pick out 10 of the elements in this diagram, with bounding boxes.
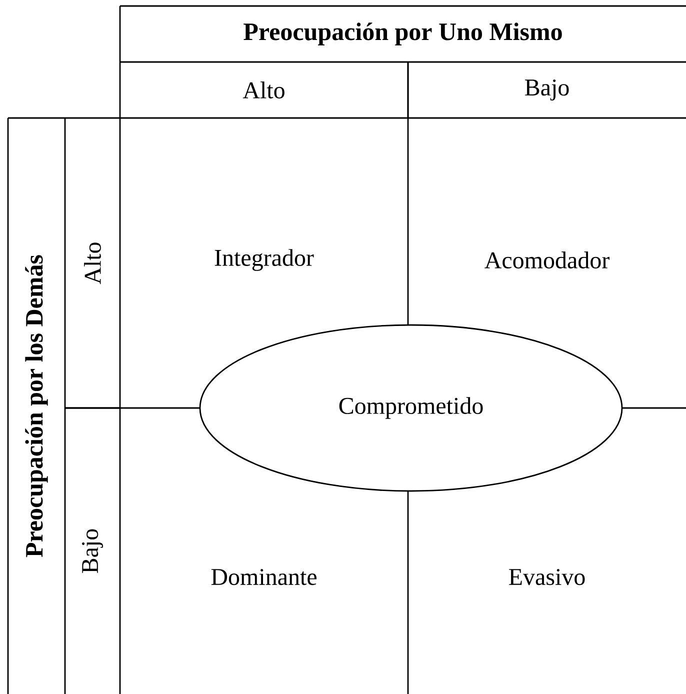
- quadrant-cell: Evasivo: [509, 568, 585, 586]
- quadrant-cell: Integrador: [214, 249, 314, 271]
- row-header-cell: Alto: [64, 117, 121, 409]
- quadrant-cell: Dominante: [211, 568, 316, 586]
- column-header-cell: Preocupación por Uno Mismo: [119, 5, 686, 63]
- column-header-cell: Bajo: [407, 61, 686, 119]
- quadrant-cell: Acomodador: [484, 252, 610, 268]
- row-header-cell: Preocupación por los Demás: [7, 117, 66, 694]
- row-header-cell: Bajo: [65, 407, 120, 573]
- column-header-cell: Alto: [119, 61, 409, 119]
